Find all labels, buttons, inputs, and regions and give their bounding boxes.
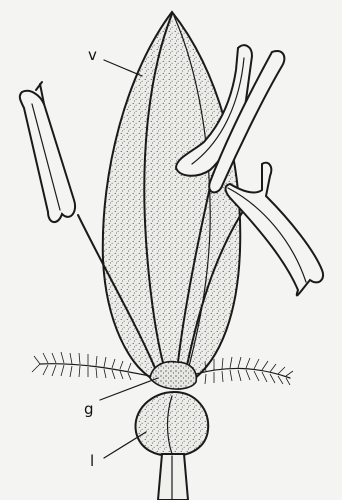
stigma-left — [40, 364, 150, 376]
leader-v — [104, 60, 142, 76]
leader-l — [104, 432, 146, 458]
anther-left — [20, 91, 75, 222]
stalk — [158, 454, 188, 500]
stigma-right — [196, 368, 290, 378]
lodicule-l — [135, 392, 208, 456]
label-g: g — [84, 400, 94, 418]
label-l: l — [90, 452, 94, 470]
lemma-body — [103, 12, 240, 382]
ovary-g — [150, 362, 196, 389]
stigma-right-hairs — [205, 357, 293, 385]
leader-g — [100, 378, 158, 400]
stigma-left-hairs — [32, 352, 131, 380]
label-v: v — [88, 46, 97, 64]
